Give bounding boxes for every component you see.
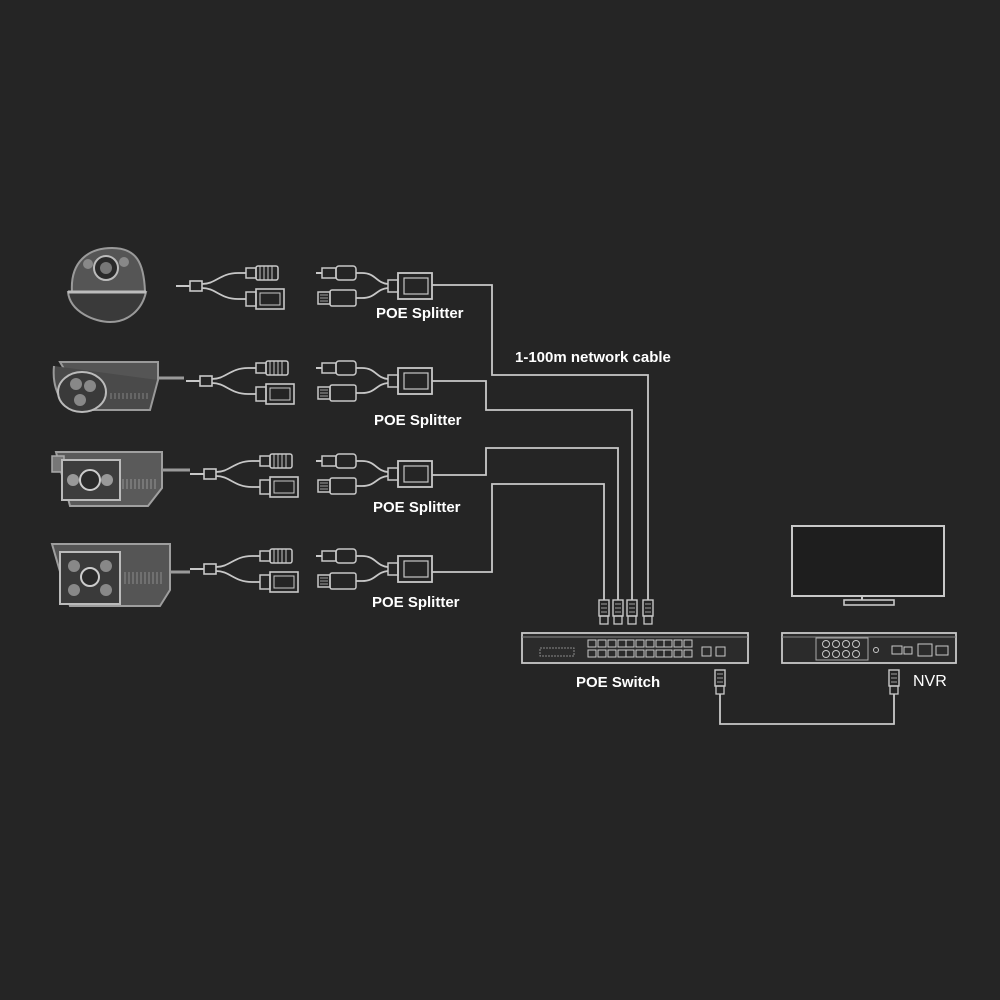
network-cables xyxy=(432,284,649,600)
nvr-icon xyxy=(781,632,957,664)
poe-splitter-label: POE Splitter xyxy=(374,412,462,429)
camera-pigtail-cable xyxy=(185,360,295,405)
bullet-camera-icon xyxy=(51,451,190,507)
camera-pigtail-cable xyxy=(189,453,299,498)
poe-splitter-1 xyxy=(315,265,433,307)
poe-splitter-label: POE Splitter xyxy=(376,305,464,322)
switch-nvr-cable xyxy=(714,669,900,725)
poe-splitter-4 xyxy=(315,548,433,590)
poe-splitter-2 xyxy=(315,360,433,402)
rj45-plug-icon xyxy=(612,599,624,625)
poe-splitter-label: POE Splitter xyxy=(372,594,460,611)
monitor-icon xyxy=(791,525,945,606)
bullet-camera-icon xyxy=(50,543,190,607)
dome-camera-icon xyxy=(66,246,148,324)
bullet-camera-icon xyxy=(52,361,184,413)
rj45-plug-icon xyxy=(598,599,610,625)
rj45-plug-icon xyxy=(642,599,654,625)
nvr-label: NVR xyxy=(913,673,947,690)
poe-splitter-label: POE Splitter xyxy=(373,499,461,516)
camera-pigtail-cable xyxy=(189,548,299,593)
rj45-plug-icon xyxy=(626,599,638,625)
camera-pigtail-cable xyxy=(175,265,285,310)
poe-splitter-3 xyxy=(315,453,433,495)
poe-switch-label: POE Switch xyxy=(576,674,661,691)
network-cable-label: 1-100m network cable xyxy=(515,349,671,366)
poe-switch-icon xyxy=(521,632,749,664)
